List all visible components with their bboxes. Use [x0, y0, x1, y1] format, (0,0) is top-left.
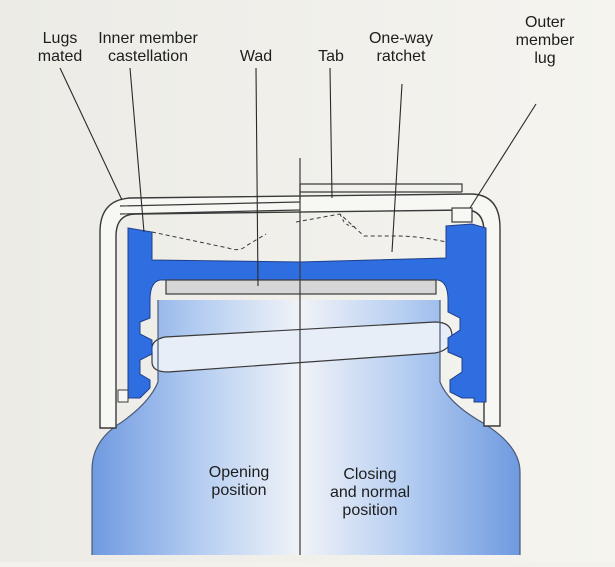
leader-lines	[59, 67, 537, 287]
inner-member-right	[299, 223, 487, 403]
label-outer-member-lug: Outer member lug	[515, 14, 575, 67]
castellation-dashes	[151, 213, 447, 251]
ratchet-dashes	[339, 213, 359, 227]
label-closing-position: Closing and normal position	[329, 466, 411, 519]
label-inner-member-castellation: Inner member castellation	[98, 30, 198, 65]
outer-member-lug-shape	[451, 207, 473, 223]
label-lugs-mated: Lugs mated	[37, 30, 83, 65]
leader-lugs-mated	[59, 67, 123, 201]
label-opening-position: Opening position	[208, 464, 270, 499]
leader-wad	[255, 67, 259, 287]
leader-tab	[329, 67, 333, 199]
bottle-glass-right	[300, 300, 520, 555]
top-plate-lines	[119, 183, 463, 215]
lug-notch-left	[117, 389, 129, 403]
outer-member-shell	[99, 193, 501, 429]
leader-inner-castellation	[129, 67, 145, 233]
leader-ratchet	[391, 83, 403, 253]
label-wad: Wad	[239, 48, 273, 65]
label-tab: Tab	[318, 48, 344, 65]
leader-outer-lug	[469, 103, 537, 209]
bottle-outline	[91, 300, 521, 555]
wad-disc	[165, 279, 437, 295]
label-one-way-ratchet: One-way ratchet	[368, 30, 434, 65]
